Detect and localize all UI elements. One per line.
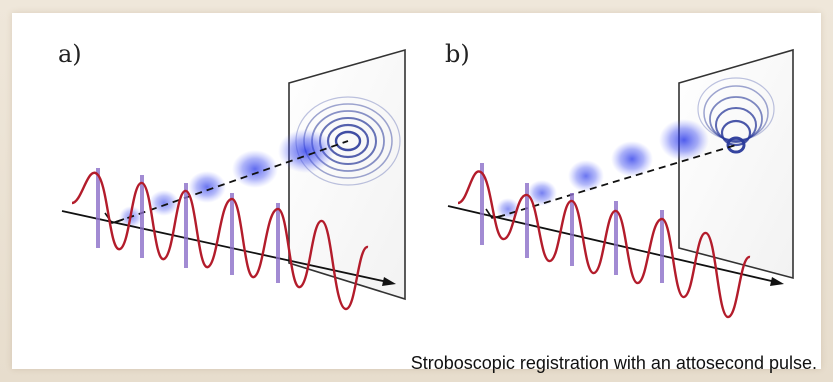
panel-b-label: b) <box>445 40 470 68</box>
axis-arrow-b <box>770 277 784 286</box>
attosecond-diagram <box>61 48 794 319</box>
attosecond-pulses-b <box>480 163 664 283</box>
laser-wave-a <box>71 171 369 311</box>
panel-b <box>447 48 794 319</box>
electron-wavepackets-b <box>496 119 709 220</box>
origin-marker-b <box>485 208 506 219</box>
detector-screen-b <box>678 48 794 280</box>
trajectory-line-a <box>115 140 349 223</box>
panel-a-label: a) <box>58 40 82 68</box>
propagation-axis-a <box>61 210 393 284</box>
laser-wave-b <box>457 170 751 319</box>
attosecond-pulses-a <box>96 168 280 283</box>
axis-arrow-a <box>382 277 396 286</box>
origin-marker-a <box>104 212 125 224</box>
electron-wavepackets-a <box>119 129 334 228</box>
trajectory-line-b <box>497 144 737 218</box>
detector-screen-a <box>288 48 406 301</box>
figure-caption: Stroboscopic registration with an attose… <box>410 353 817 373</box>
panel-a <box>61 48 406 311</box>
interference-rings-b <box>697 77 775 154</box>
